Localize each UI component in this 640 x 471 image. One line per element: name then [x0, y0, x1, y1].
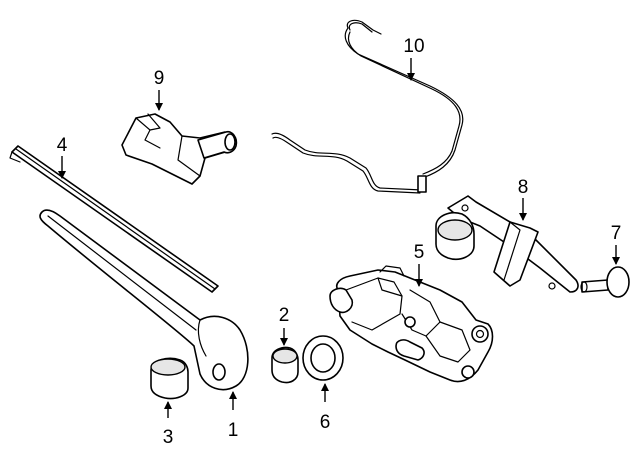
callout-4-number: 4 — [57, 135, 68, 156]
callout-4: 4 — [57, 135, 68, 179]
callout-8: 8 — [518, 177, 529, 221]
callout-6-number: 6 — [320, 412, 331, 433]
grommet-part — [302, 335, 344, 381]
wiper-blade-part — [9, 145, 219, 293]
callout-7: 7 — [611, 223, 622, 265]
callout-1: 1 — [228, 391, 239, 441]
wiper-motor-part — [329, 265, 494, 383]
callout-10: 10 — [403, 36, 425, 81]
callout-9: 9 — [154, 68, 165, 111]
callout-2: 2 — [279, 305, 290, 346]
callout-3: 3 — [163, 401, 174, 448]
callout-3-number: 3 — [163, 427, 174, 448]
callout-8-number: 8 — [518, 177, 529, 198]
motor-bracket-part — [435, 195, 579, 293]
callout-10-number: 10 — [403, 36, 424, 57]
nut-part — [271, 346, 299, 384]
arm-cap-part — [150, 357, 189, 400]
washer-nozzle-part — [121, 113, 238, 185]
bolt-part — [580, 266, 630, 298]
callout-7-number: 7 — [611, 223, 622, 244]
callout-5: 5 — [414, 242, 425, 287]
callout-9-number: 9 — [154, 68, 165, 89]
wiper-arm-part — [39, 209, 249, 391]
callout-2-number: 2 — [279, 305, 290, 326]
callout-6: 6 — [320, 383, 331, 433]
callout-5-number: 5 — [414, 242, 425, 263]
callout-1-number: 1 — [228, 420, 239, 441]
washer-hose-part — [271, 19, 464, 194]
